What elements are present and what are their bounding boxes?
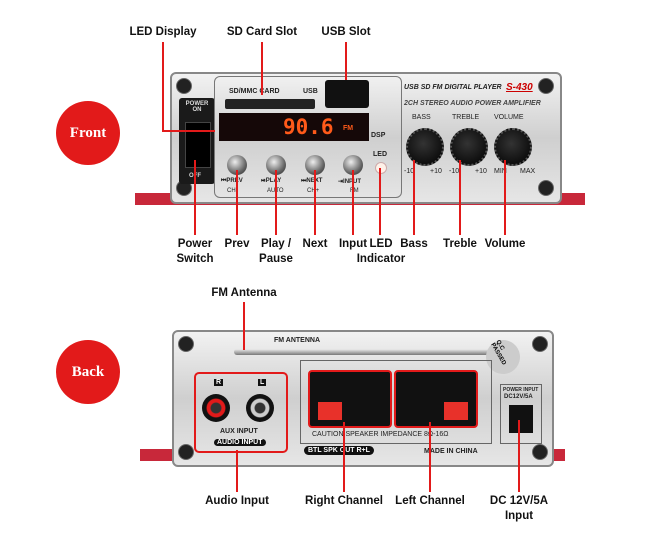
play-pause-button[interactable] [266, 155, 286, 175]
rocker [185, 122, 211, 168]
rca-right-jack[interactable] [202, 394, 230, 422]
label-usb-slot: USB Slot [321, 26, 371, 38]
r-label: R [214, 379, 224, 386]
left-channel-terminal[interactable] [394, 370, 478, 428]
label-next: Next [302, 238, 328, 250]
bass-knob[interactable] [406, 128, 444, 166]
player-title: USB SD FM DIGITAL PLAYER [404, 84, 502, 91]
label-line: Pause [259, 253, 293, 265]
back-badge: Back [56, 340, 120, 404]
screw-icon [532, 336, 548, 352]
audio-input-group: R L AUX INPUT AUDIO INPUT [194, 372, 288, 453]
label-audio-input: Audio Input [205, 495, 269, 507]
fm-antenna-text: FM ANTENNA [274, 337, 321, 344]
fm-antenna[interactable] [234, 349, 499, 355]
label-led-indicator: LED Indicator [357, 237, 406, 267]
control-module: SD/MMC CARD USB 90.6 FM DSP LED ⏮PREV ⏯P… [214, 76, 402, 198]
dc-jack[interactable] [509, 405, 533, 433]
label-play-pause: Play / Pause [259, 237, 293, 267]
label-right-channel: Right Channel [305, 495, 383, 507]
power-switch[interactable]: POWER ON OFF [179, 98, 215, 184]
ch-minus-text: CH- [227, 188, 238, 194]
treble-knob[interactable] [450, 128, 488, 166]
power-input-text: POWER INPUT [503, 387, 539, 393]
label-line: Input [504, 510, 534, 522]
label-line: Switch [176, 253, 214, 265]
right-channel-terminal[interactable] [308, 370, 392, 428]
led-label: LED [373, 151, 387, 158]
label-line: Power [177, 238, 213, 250]
rca-left-jack[interactable] [246, 394, 274, 422]
audio-input-text: AUDIO INPUT [214, 439, 266, 446]
front-panel: POWER ON OFF SD/MMC CARD USB 90.6 FM DSP… [170, 72, 562, 204]
label-volume: Volume [484, 238, 526, 250]
screw-icon [178, 336, 194, 352]
speaker-area [300, 360, 492, 444]
led-display: 90.6 FM [219, 113, 369, 141]
knob-max: +10 [475, 168, 487, 175]
knob-max: +10 [430, 168, 442, 175]
dsp-label: DSP [371, 132, 386, 139]
prev-text: ⏮PREV [221, 178, 243, 184]
label-sd-card-slot: SD Card Slot [226, 26, 298, 38]
label-line: Indicator [356, 253, 406, 265]
label-fm-antenna: FM Antenna [211, 287, 277, 299]
btl-text: BTL SPK OUT R+L [304, 446, 374, 455]
made-in-text: MADE IN CHINA [424, 448, 478, 455]
dc-rating-text: DC12V/5A [504, 394, 533, 400]
knob-label: BASS [412, 114, 431, 121]
front-badge: Front [56, 101, 120, 165]
terminal-lever [318, 402, 342, 420]
input-button[interactable] [343, 155, 363, 175]
screw-icon [532, 444, 548, 460]
next-button[interactable] [305, 155, 325, 175]
power-on-label: POWER ON [185, 101, 209, 113]
label-line: Play / [260, 238, 292, 250]
display-frequency: 90.6 [283, 115, 334, 139]
fm-text: FM [350, 188, 359, 194]
input-text: ⇥INPUT [338, 179, 362, 185]
model-number: S-430 [506, 82, 533, 93]
label-dc-input: DC 12V/5A Input [490, 494, 548, 524]
label-led-display: LED Display [129, 26, 197, 38]
next-text: ⏭NEXT [301, 178, 323, 184]
label-prev: Prev [224, 238, 250, 250]
label-input: Input [338, 238, 368, 250]
sd-label: SD/MMC CARD [229, 88, 280, 95]
usb-slot[interactable] [325, 80, 369, 108]
ch-plus-text: CH+ [307, 188, 320, 194]
knob-min: MIN [494, 168, 507, 175]
screw-icon [538, 78, 554, 94]
power-input-box: POWER INPUT DC12V/5A [500, 384, 542, 444]
screw-icon [176, 78, 192, 94]
knob-max: MAX [520, 168, 536, 175]
knob-label: TREBLE [452, 114, 480, 121]
prev-button[interactable] [227, 155, 247, 175]
usb-label: USB [303, 88, 318, 95]
display-mode: FM [343, 125, 354, 132]
label-line: DC 12V/5A [489, 495, 549, 507]
back-panel: FM ANTENNA Q.C PASSED R L AUX INPUT AUDI… [172, 330, 554, 467]
l-label: L [258, 379, 267, 386]
volume-knob[interactable] [494, 128, 532, 166]
terminal-lever [444, 402, 468, 420]
amp-subtitle: 2CH STEREO AUDIO POWER AMPLIFIER [404, 100, 541, 107]
knob-min: -10 [404, 168, 415, 175]
label-treble: Treble [443, 238, 477, 250]
caution-text: CAUTION:SPEAKER IMPEDANCE 8Ω-16Ω [312, 431, 449, 438]
aux-input-text: AUX INPUT [220, 428, 258, 435]
play-text: ⏯PLAY [261, 178, 282, 184]
screw-icon [538, 180, 554, 196]
label-left-channel: Left Channel [395, 495, 465, 507]
knob-label: VOLUME [494, 114, 524, 121]
screw-icon [178, 444, 194, 460]
label-line: LED [369, 238, 393, 250]
label-bass: Bass [400, 238, 428, 250]
sd-card-slot[interactable] [225, 99, 315, 109]
knob-min: -10 [449, 168, 460, 175]
